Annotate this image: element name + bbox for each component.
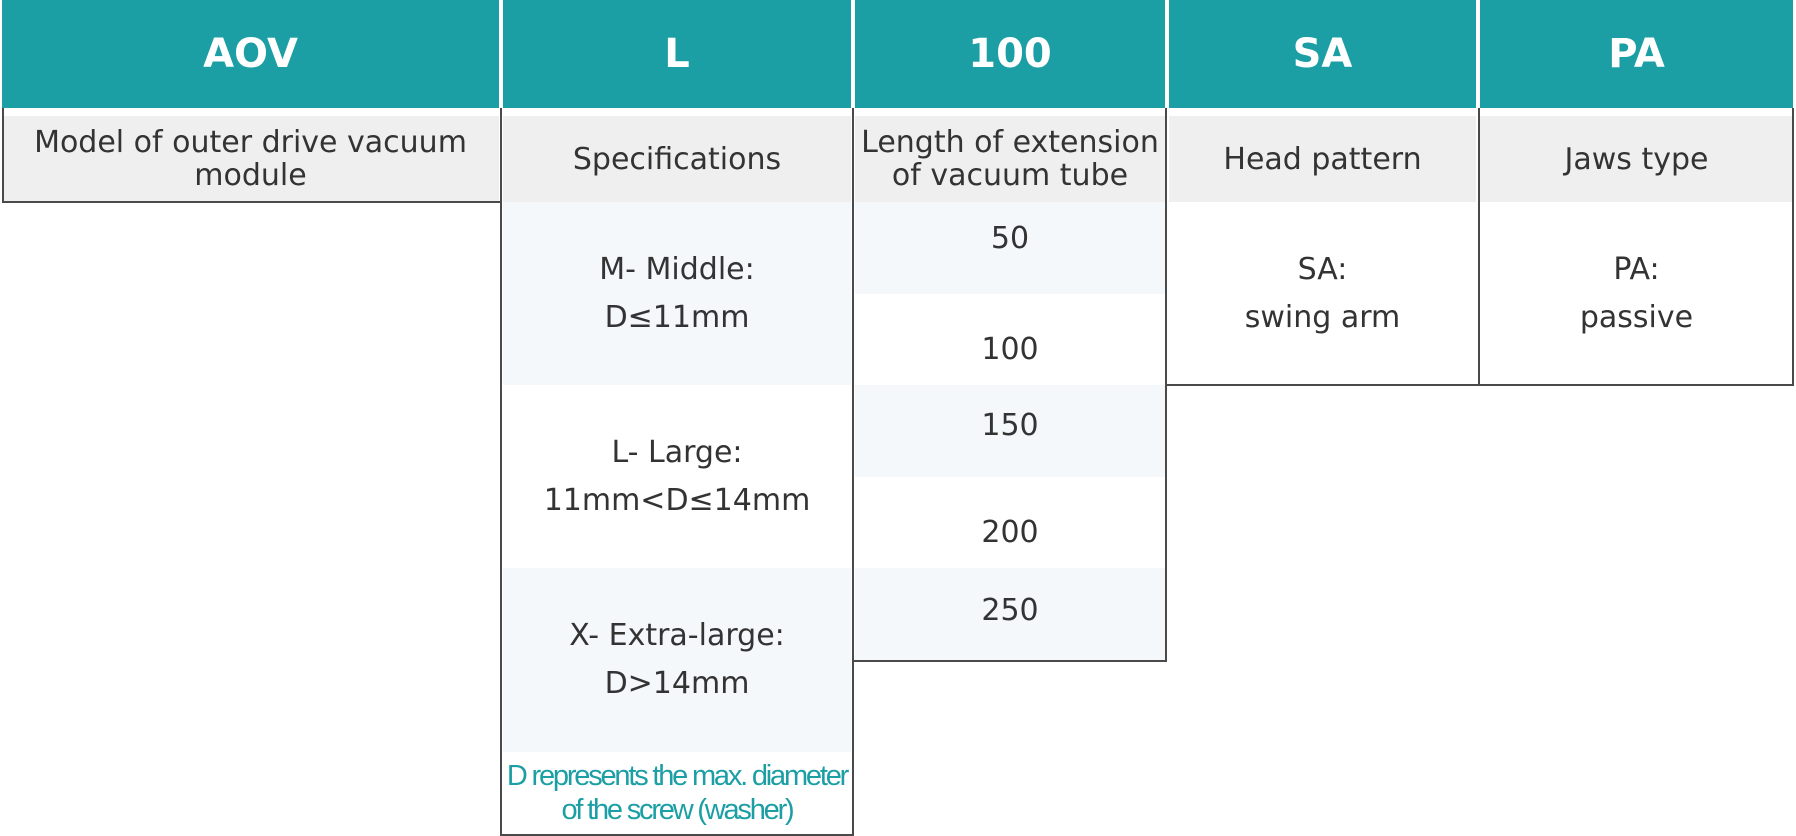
spec-middle: M- Middle: D≤11mm xyxy=(503,202,851,385)
length-value: 200 xyxy=(981,514,1039,550)
spec-right-border xyxy=(852,108,854,836)
head-right-border xyxy=(1478,108,1480,386)
header-l-text: L xyxy=(664,31,690,77)
label-model-text: Model of outer drive vacuum module xyxy=(34,125,467,193)
label-length-text: Length of extension of vacuum tube xyxy=(861,125,1159,193)
length-row: 250 xyxy=(855,568,1165,660)
spec-note-text: D represents the max. diameter of the sc… xyxy=(506,760,849,826)
length-row: 150 xyxy=(855,385,1165,477)
length-bottom-border xyxy=(852,660,1167,662)
spec-note: D represents the max. diameter of the sc… xyxy=(503,752,851,834)
jaws-right-border xyxy=(1792,108,1794,386)
jaws-type-desc: passive xyxy=(1579,299,1694,335)
jaws-type-code: PA: xyxy=(1613,251,1660,287)
model-bottom-border xyxy=(2,201,501,203)
spec-extra-large: X- Extra-large: D>14mm xyxy=(503,568,851,752)
label-model: Model of outer drive vacuum module xyxy=(2,116,499,202)
header-100: 100 xyxy=(855,0,1165,108)
label-specifications-text: Specifications xyxy=(572,141,782,177)
header-l: L xyxy=(503,0,851,108)
label-length: Length of extension of vacuum tube xyxy=(855,116,1165,202)
head-pattern-value: SA: swing arm xyxy=(1169,202,1476,385)
label-specifications: Specifications xyxy=(503,116,851,202)
head-pattern-code: SA: xyxy=(1297,251,1348,287)
header-sa: SA xyxy=(1169,0,1476,108)
spec-middle-range: D≤11mm xyxy=(604,299,750,335)
length-value: 50 xyxy=(990,221,1030,256)
header-aov: AOV xyxy=(2,0,499,108)
header-aov-text: AOV xyxy=(203,31,298,77)
length-row: 50 xyxy=(855,202,1165,294)
header-sa-text: SA xyxy=(1292,31,1353,77)
spec-bottom-border xyxy=(500,834,854,836)
jaws-type-value: PA: passive xyxy=(1480,202,1793,385)
label-jaws-type-text: Jaws type xyxy=(1564,141,1709,177)
label-head-pattern: Head pattern xyxy=(1169,116,1476,202)
spec-left-border xyxy=(500,108,502,836)
model-left-border xyxy=(2,108,4,203)
length-value: 100 xyxy=(981,331,1039,367)
spec-middle-name: M- Middle: xyxy=(599,251,755,287)
length-value: 250 xyxy=(981,593,1039,628)
spec-extra-large-name: X- Extra-large: xyxy=(569,618,785,653)
header-pa: PA xyxy=(1480,0,1793,108)
spec-extra-large-range: D>14mm xyxy=(604,666,750,701)
spec-large: L- Large: 11mm<D≤14mm xyxy=(503,385,851,568)
spec-large-range: 11mm<D≤14mm xyxy=(543,482,811,518)
length-row: 100 xyxy=(855,294,1165,385)
head-jaws-bottom-border xyxy=(1165,384,1794,386)
length-value: 150 xyxy=(981,408,1039,443)
head-pattern-desc: swing arm xyxy=(1244,299,1401,335)
spec-large-name: L- Large: xyxy=(611,434,743,470)
label-jaws-type: Jaws type xyxy=(1480,116,1793,202)
length-row: 200 xyxy=(855,477,1165,568)
label-head-pattern-text: Head pattern xyxy=(1223,141,1422,177)
header-100-text: 100 xyxy=(968,31,1052,77)
header-pa-text: PA xyxy=(1608,31,1665,77)
